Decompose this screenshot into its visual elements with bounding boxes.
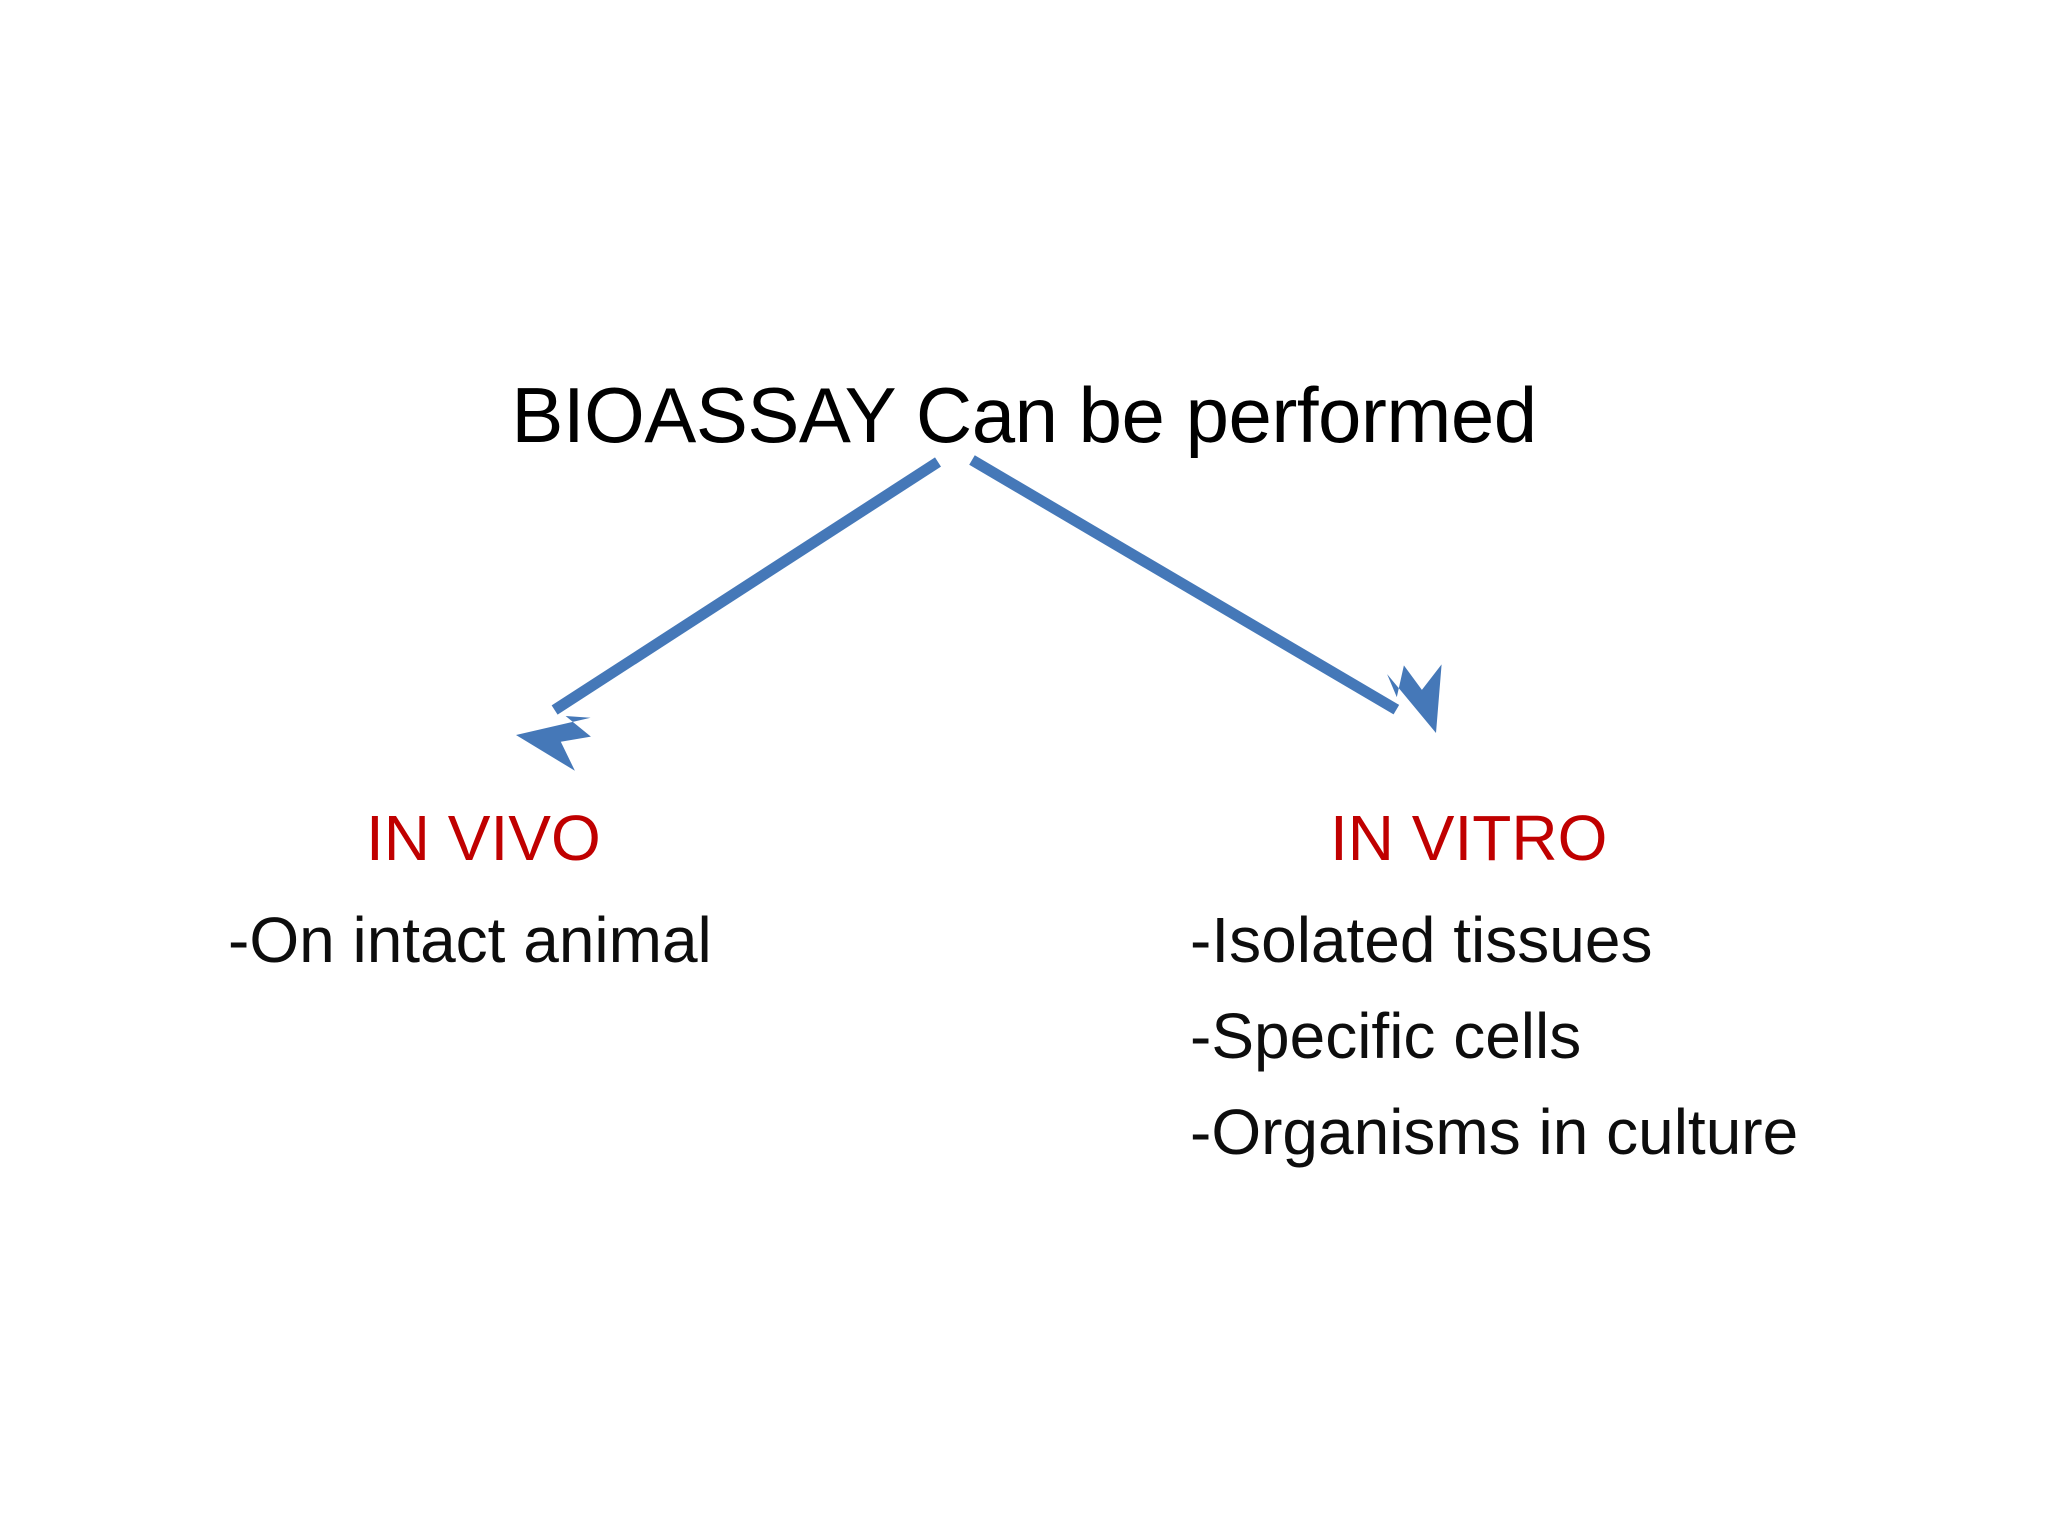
branch-in-vivo: IN VIVO -On intact animal [150, 806, 850, 988]
branch-item-list-in-vivo: -On intact animal [150, 892, 850, 988]
list-item: -Specific cells [1190, 1000, 1582, 1072]
arrow-to-in-vitro-icon [969, 455, 1442, 733]
list-item: -Isolated tissues [1190, 904, 1653, 976]
list-item: -Organisms in culture [1190, 1096, 1799, 1168]
branch-heading-in-vivo: IN VIVO [366, 802, 601, 874]
page-title: BIOASSAY Can be performed [511, 371, 1537, 459]
list-item: -On intact animal [228, 904, 712, 976]
arrow-to-in-vivo-icon [516, 457, 941, 771]
branch-heading-in-vitro: IN VITRO [1330, 802, 1608, 874]
branch-in-vitro: IN VITRO -Isolated tissues -Specific cel… [1150, 806, 1950, 1180]
branch-item-list-in-vitro: -Isolated tissues -Specific cells -Organ… [1150, 892, 1950, 1180]
